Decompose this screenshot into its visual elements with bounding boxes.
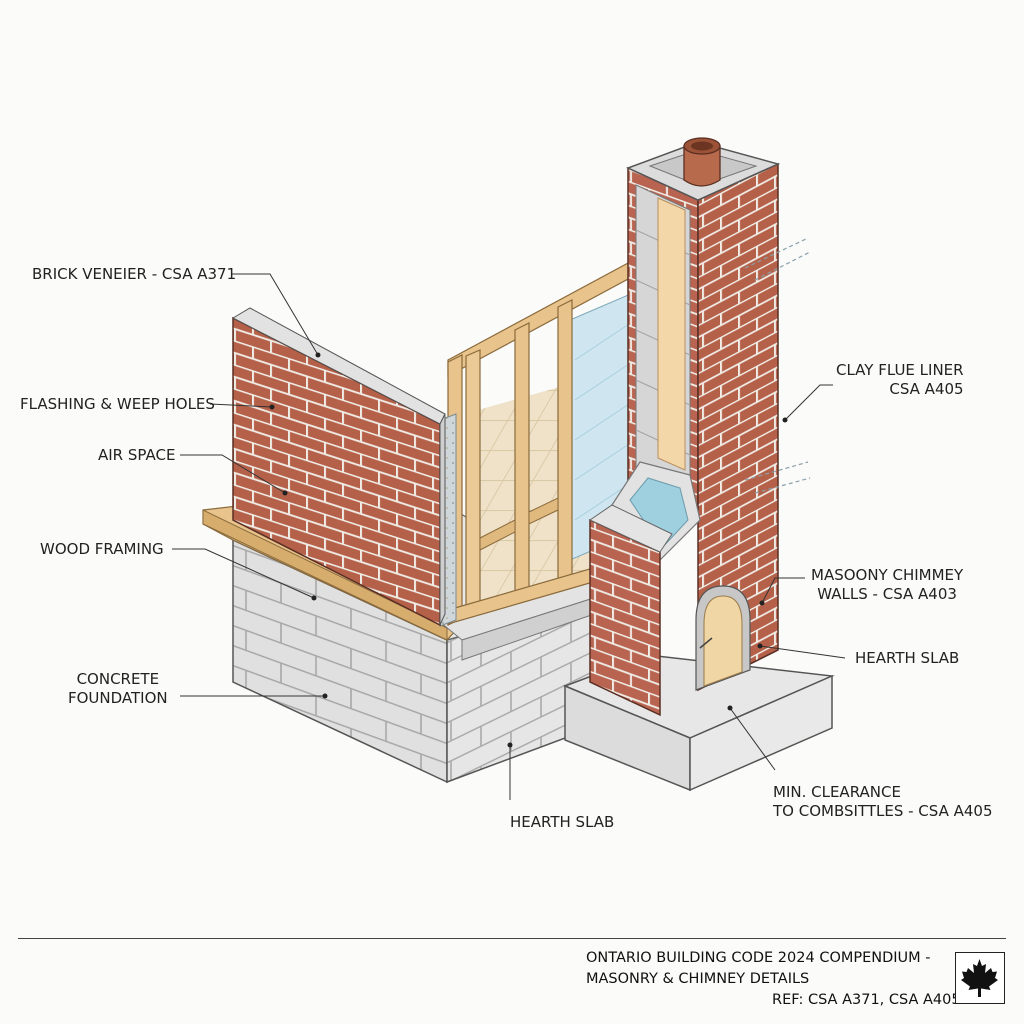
masonry-chimney [588, 137, 781, 717]
footer-divider [18, 938, 1006, 939]
wall-ties [744, 237, 811, 494]
fireplace-opening [695, 585, 751, 691]
label-hearth-slab-bottom: HEARTH SLAB [510, 813, 615, 831]
label-brick-veneer: BRICK VENEIER - CSA A371 [32, 265, 237, 283]
label-flashing-weep-holes: FLASHING & WEEP HOLES [20, 395, 215, 413]
label-clay-flue-liner-line1: CLAY FLUE LINER [836, 361, 964, 379]
label-clay-flue-liner: CLAY FLUE LINER CSA A405 [836, 361, 964, 399]
label-min-clearance-line2: TO COMBSITTLES - CSA A405 [773, 802, 993, 820]
label-air-space: AIR SPACE [98, 446, 176, 464]
label-wood-framing: WOOD FRAMING [40, 540, 164, 558]
label-concrete-foundation-line2: FOUNDATION [68, 689, 168, 707]
footer-title-line2: MASONRY & CHIMNEY DETAILS [586, 971, 810, 987]
label-masonry-chimney-walls: MASOONY CHIMMEY WALLS - CSA A403 [811, 566, 963, 604]
label-concrete-foundation-line1: CONCRETE [76, 670, 160, 688]
brick-veneer-wall [231, 307, 446, 627]
label-concrete-foundation: CONCRETE FOUNDATION [68, 670, 168, 708]
label-min-clearance-line1: MIN. CLEARANCE [773, 783, 901, 801]
label-min-clearance: MIN. CLEARANCE TO COMBSITTLES - CSA A405 [773, 783, 993, 821]
footer-title-line1: ONTARIO BUILDING CODE 2024 COMPENDIUM - [586, 950, 931, 966]
maple-leaf-badge [955, 952, 1005, 1004]
footer-reference: REF: CSA A371, CSA A405 [772, 992, 961, 1008]
leader-arrowheads [269, 352, 788, 748]
leader-lines [172, 273, 846, 800]
label-masonry-chimney-walls-line2: WALLS - CSA A403 [817, 585, 957, 603]
label-hearth-slab-right: HEARTH SLAB [855, 649, 960, 667]
maple-leaf-icon [961, 959, 998, 997]
label-clay-flue-liner-line2: CSA A405 [889, 380, 964, 398]
label-masonry-chimney-walls-line1: MASOONY CHIMMEY [811, 566, 964, 584]
